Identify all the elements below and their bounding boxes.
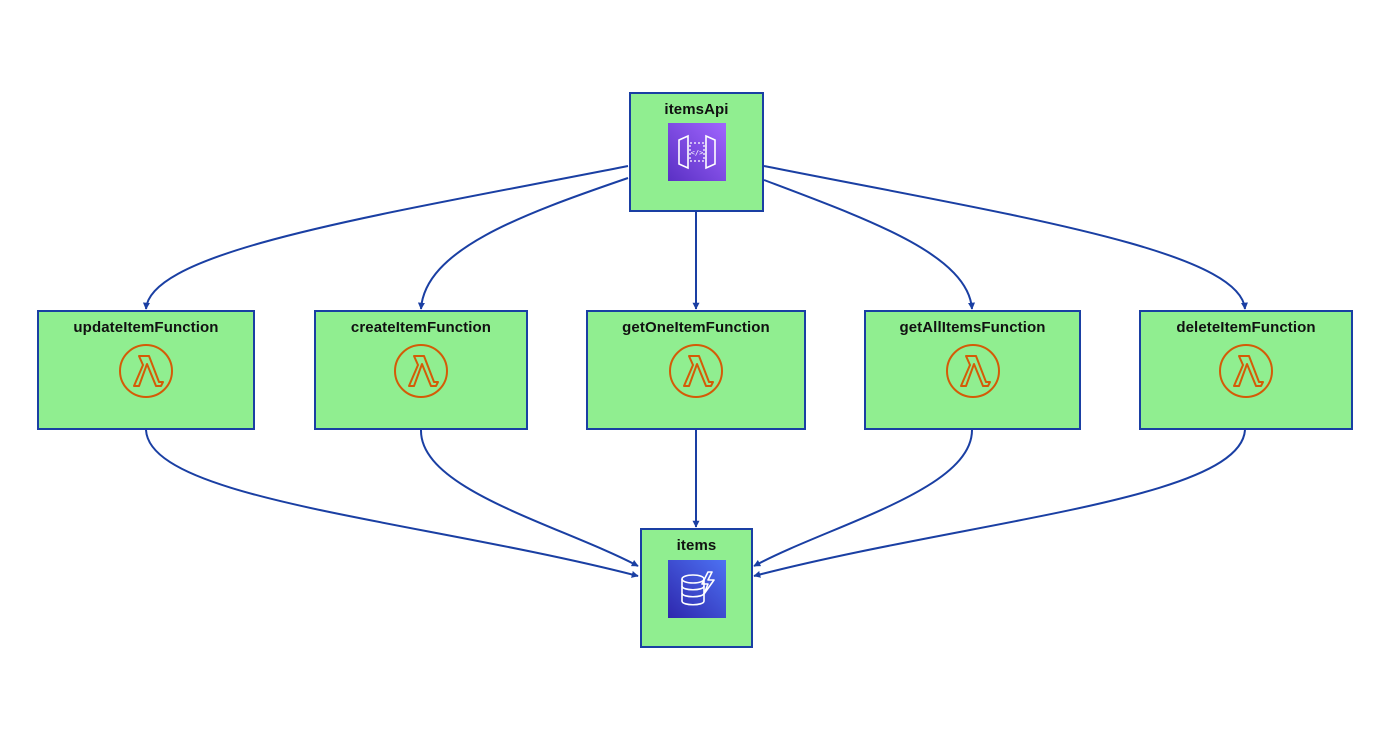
node-items[interactable]: items xyxy=(640,528,753,648)
node-label: itemsApi xyxy=(664,101,729,118)
edge-itemsApi-updateItemFunction xyxy=(142,165,629,310)
lambda-icon xyxy=(667,342,725,400)
edge-getAllItemsFunction-items xyxy=(753,429,973,567)
node-label: deleteItemFunction xyxy=(1176,319,1316,336)
node-label: getOneItemFunction xyxy=(622,319,770,336)
api-gateway-icon: </> xyxy=(667,123,726,181)
node-label: getAllItemsFunction xyxy=(899,319,1046,336)
edge-createItemFunction-items xyxy=(419,429,639,567)
edge-itemsApi-createItemFunction xyxy=(417,177,629,310)
lambda-icon xyxy=(392,342,450,400)
dynamodb-icon xyxy=(667,560,726,618)
node-label: createItemFunction xyxy=(350,319,492,336)
lambda-icon xyxy=(1217,342,1275,400)
node-getAllItemsFunction[interactable]: getAllItemsFunction xyxy=(864,310,1081,430)
node-label: updateItemFunction xyxy=(73,319,219,336)
node-label: items xyxy=(676,537,717,554)
node-itemsApi[interactable]: itemsApi </> xyxy=(629,92,764,212)
edge-deleteItemFunction-items xyxy=(753,429,1246,578)
lambda-icon xyxy=(944,342,1002,400)
lambda-icon xyxy=(117,342,175,400)
svg-text:</>: </> xyxy=(690,149,703,157)
edge-itemsApi-getAllItemsFunction xyxy=(763,179,976,310)
node-getOneItemFunction[interactable]: getOneItemFunction xyxy=(586,310,806,430)
node-deleteItemFunction[interactable]: deleteItemFunction xyxy=(1139,310,1353,430)
node-updateItemFunction[interactable]: updateItemFunction xyxy=(37,310,255,430)
edge-updateItemFunction-items xyxy=(145,429,639,578)
edge-itemsApi-deleteItemFunction xyxy=(763,165,1248,310)
node-createItemFunction[interactable]: createItemFunction xyxy=(314,310,528,430)
